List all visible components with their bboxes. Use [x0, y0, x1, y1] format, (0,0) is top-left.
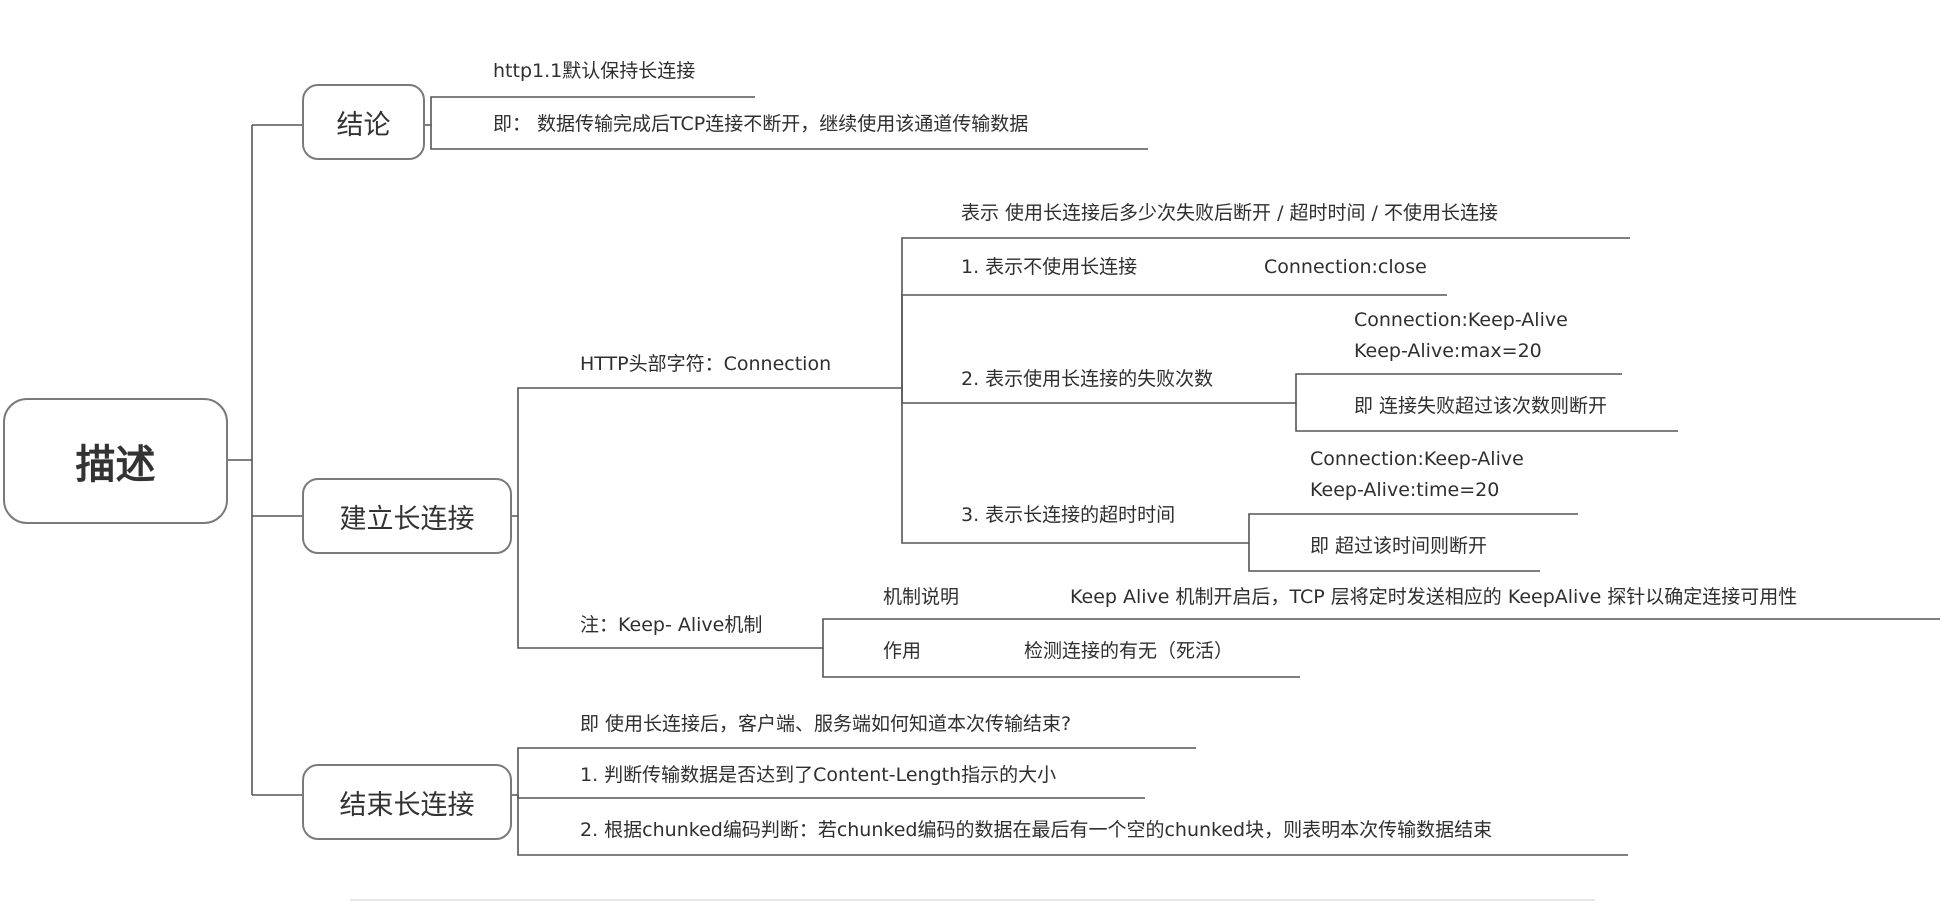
root-label: 描述 — [75, 442, 156, 488]
conclusion-node: 结论 — [302, 84, 425, 160]
end-node: 结束长连接 — [302, 764, 512, 840]
item3-label: 3. 表示长连接的超时时间 — [961, 504, 1176, 526]
end-label: 结束长连接 — [339, 789, 475, 821]
item2-note: 即 连接失败超过该次数则断开 — [1354, 395, 1608, 417]
establish-label: 建立长连接 — [339, 503, 475, 535]
root-node: 描述 — [3, 398, 228, 524]
conclusion-line2: 即： 数据传输完成后TCP连接不断开，继续使用该通道传输数据 — [493, 113, 1029, 135]
item3-value-line1: Connection:Keep-Alive — [1310, 448, 1524, 470]
mechanism-text: Keep Alive 机制开启后，TCP 层将定时发送相应的 KeepAlive… — [1070, 586, 1798, 608]
item2-value-line1: Connection:Keep-Alive — [1354, 309, 1568, 331]
mechanism-label: 机制说明 — [883, 586, 960, 608]
function-text: 检测连接的有无（死活） — [1024, 640, 1234, 662]
function-label: 作用 — [883, 640, 922, 662]
end-line2: 1. 判断传输数据是否达到了Content-Length指示的大小 — [580, 764, 1057, 786]
item1-label: 1. 表示不使用长连接 — [961, 256, 1138, 278]
establish-node: 建立长连接 — [302, 478, 512, 554]
end-line3: 2. 根据chunked编码判断：若chunked编码的数据在最后有一个空的ch… — [580, 819, 1493, 841]
item2-label: 2. 表示使用长连接的失败次数 — [961, 368, 1214, 390]
keepalive-label: 注：Keep- Alive机制 — [580, 614, 763, 636]
conclusion-label: 结论 — [336, 109, 391, 141]
item2-value-line2: Keep-Alive:max=20 — [1354, 340, 1542, 362]
conclusion-line1: http1.1默认保持长连接 — [493, 60, 696, 82]
item3-note: 即 超过该时间则断开 — [1310, 535, 1488, 557]
header-summary: 表示 使用长连接后多少次失败后断开 / 超时时间 / 不使用长连接 — [961, 202, 1499, 224]
http-header-label: HTTP头部字符：Connection — [580, 353, 832, 375]
end-line1: 即 使用长连接后，客户端、服务端如何知道本次传输结束? — [580, 713, 1072, 735]
item1-value: Connection:close — [1264, 256, 1427, 278]
item3-value-line2: Keep-Alive:time=20 — [1310, 479, 1500, 501]
